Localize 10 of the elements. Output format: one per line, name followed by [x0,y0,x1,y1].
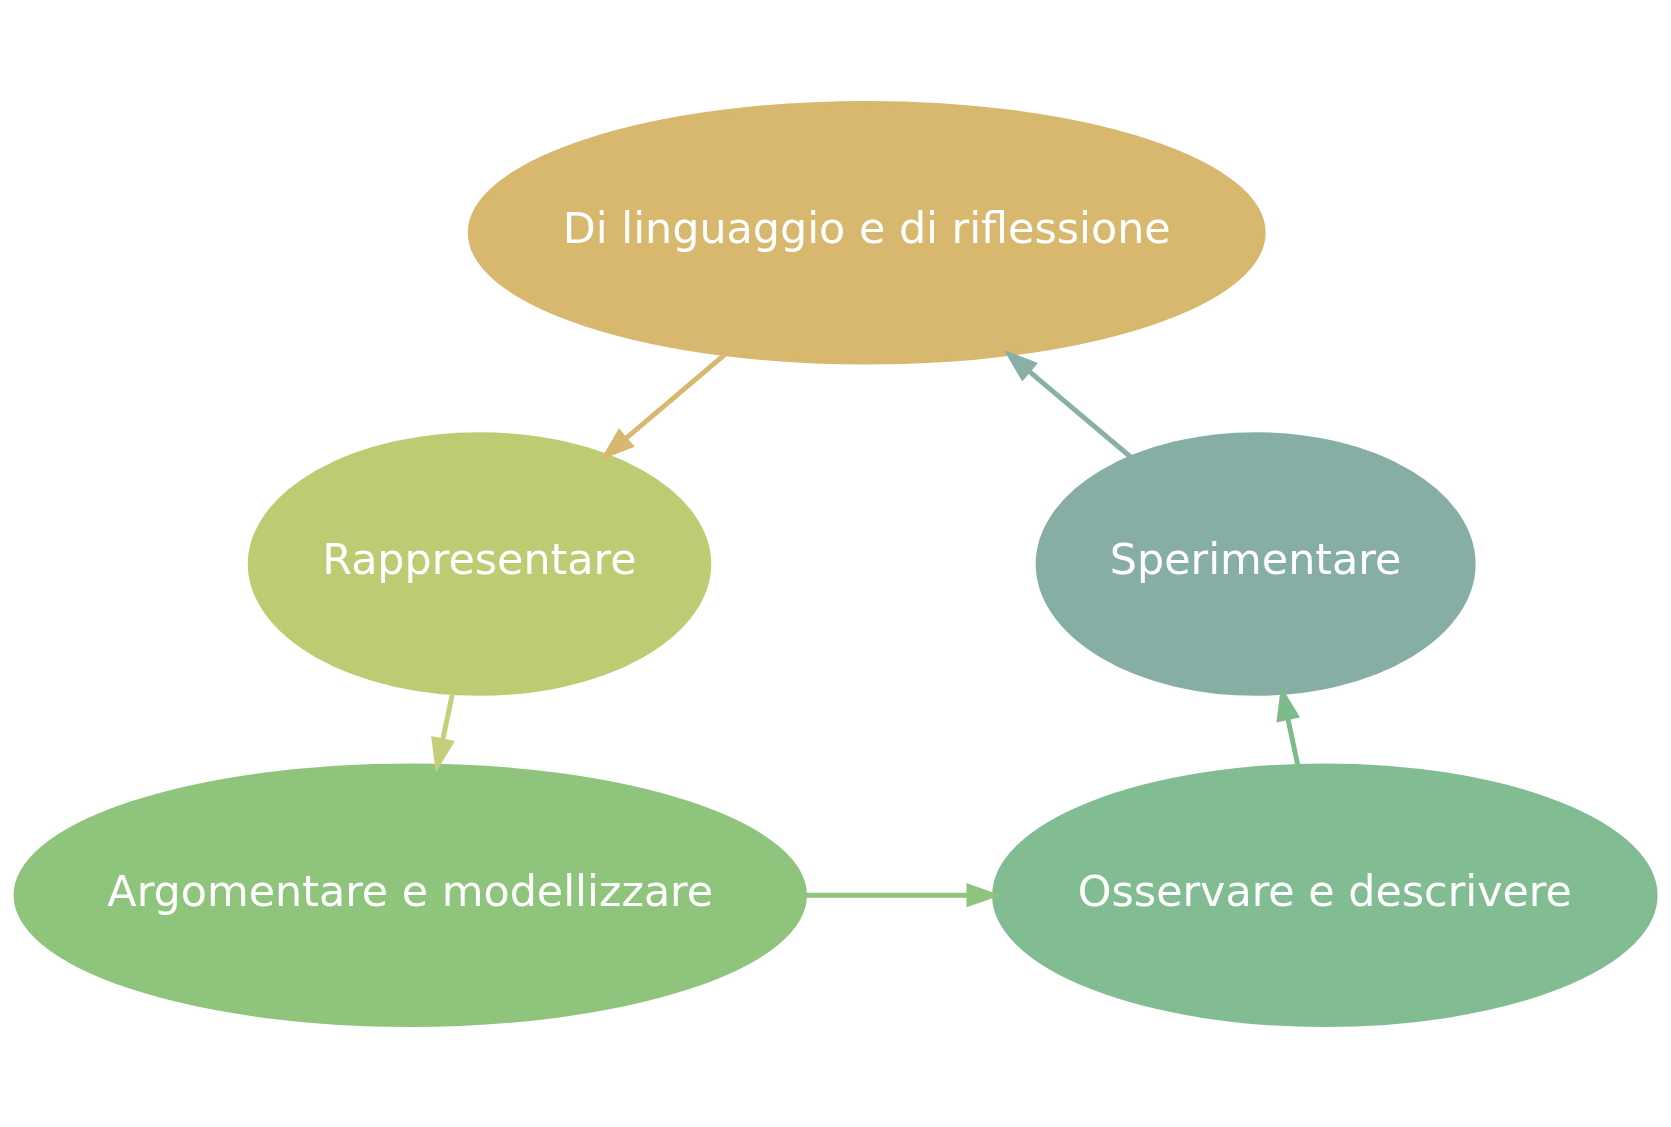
node-ellipse: Di linguaggio e di riflessione [467,100,1266,365]
node-ellipse: Rappresentare [247,431,712,696]
arrow [805,882,1002,907]
node-ellipse: Sperimentare [1035,431,1476,696]
arrow [1003,349,1132,459]
arrow [600,352,727,460]
arrow [1276,685,1301,766]
node-ellipse: Argomentare e modellizzare [13,762,807,1027]
node-ellipse: Osservare e descrivere [992,762,1658,1027]
arrow [431,692,455,772]
